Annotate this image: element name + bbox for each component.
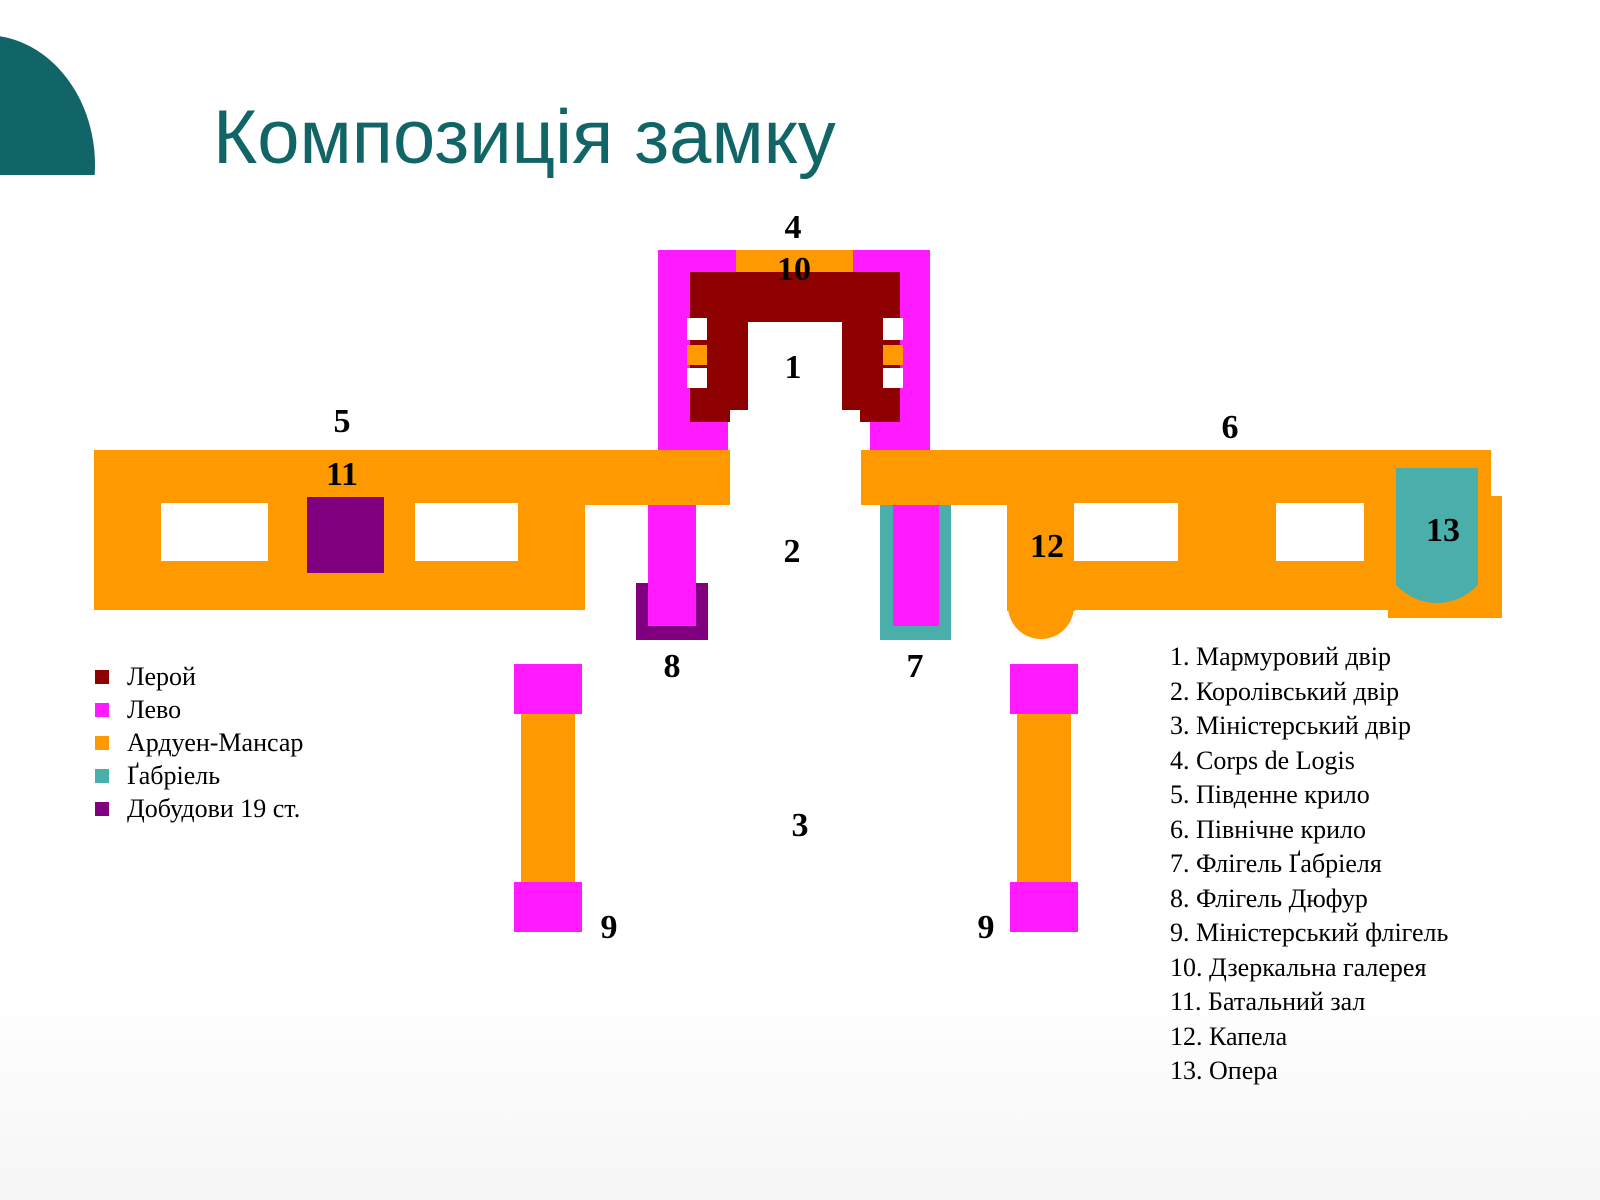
legend-item: Добудови 19 ст. [95,792,303,825]
corner-decoration [0,0,100,175]
legend-swatch [95,801,109,816]
battle-hall [307,497,384,573]
key-item: 13. Опера [1170,1056,1278,1085]
key-item: 10. Дзеркальна галерея [1170,952,1427,982]
corps-window-right-top [883,318,903,340]
key-item: 5. Південне крило [1170,780,1370,809]
legend-label: Ґабріель [127,760,221,790]
plan-label-12: 12 [1030,528,1064,565]
plan-label-5: 5 [334,403,351,440]
ministers-wing-left-top [514,664,582,714]
leroy-u-block [690,272,900,422]
corps-window-right-bot [883,368,903,388]
key-item: 9. Міністерський флігель [1170,918,1449,947]
key-item: 7. Флігель Ґабріеля [1170,849,1382,878]
legend-swatch [95,669,109,684]
plan-label-1: 1 [785,349,802,386]
north-wing-courtyard-1 [1074,503,1178,561]
opera-block [1396,468,1478,603]
corps-window-left-bot [687,368,707,388]
plan-label-11: 11 [326,456,358,493]
legend-label: Лерой [127,661,196,691]
legend-label: Лево [127,694,182,724]
plan-label-13: 13 [1426,512,1460,549]
plan-label-8: 8 [664,648,681,685]
slide-title: Композиція замку [213,95,836,180]
legend-item: Ґабріель [95,759,303,792]
legend-swatch [95,702,109,717]
legend-label: Ардуен-Мансар [127,727,304,757]
plan-label-10: 10 [777,251,811,288]
key-item: 1. Мармуровий двір [1170,642,1392,671]
ministers-wing-left-mid [521,714,575,882]
legend-item: Ардуен-Мансар [95,726,303,759]
plan-label-2: 2 [784,533,801,570]
corps-window-right-mid [883,345,903,365]
key-item: 8. Флігель Дюфур [1170,883,1368,913]
building-key-list: 1. Мармуровий двір 2. Королівський двір 3.… [1170,640,1448,1089]
marble-court [728,322,870,450]
corps-window-left-mid [687,345,707,365]
key-item: 4. Corps de Logis [1170,745,1355,775]
ministers-wing-right-top [1010,664,1078,714]
key-item: 3. Міністерський двір [1170,711,1412,740]
legend-swatch [95,768,109,783]
ministers-wing-right-bot [1010,882,1078,932]
key-item: 12. Капела [1170,1021,1288,1051]
key-item: 11. Батальний зал [1170,987,1366,1016]
plan-label-7: 7 [907,648,924,685]
ministers-wing-right-mid [1017,714,1071,882]
dufour-wing-levo [648,505,696,626]
key-item: 6. Північне крило [1170,814,1366,844]
south-wing-courtyard-1 [161,503,268,561]
legend-label: Добудови 19 ст. [127,793,301,823]
plan-label-9-left: 9 [601,909,618,946]
plan-label-9-right: 9 [978,909,995,946]
north-wing-courtyard-2 [1276,503,1364,561]
corps-window-left-top [687,318,707,340]
chapel-apse [1008,573,1074,639]
ministers-wing-left-bot [514,882,582,932]
south-wing-courtyard-2 [415,503,518,561]
legend-item: Лерой [95,660,303,693]
plan-label-6: 6 [1222,409,1239,446]
legend-item: Лево [95,693,303,726]
plan-label-3: 3 [792,807,809,844]
key-item: 2. Королівський двір [1170,676,1400,706]
gabriel-wing-levo [893,505,939,626]
legend-swatch [95,735,109,750]
plan-label-4: 4 [785,209,802,246]
